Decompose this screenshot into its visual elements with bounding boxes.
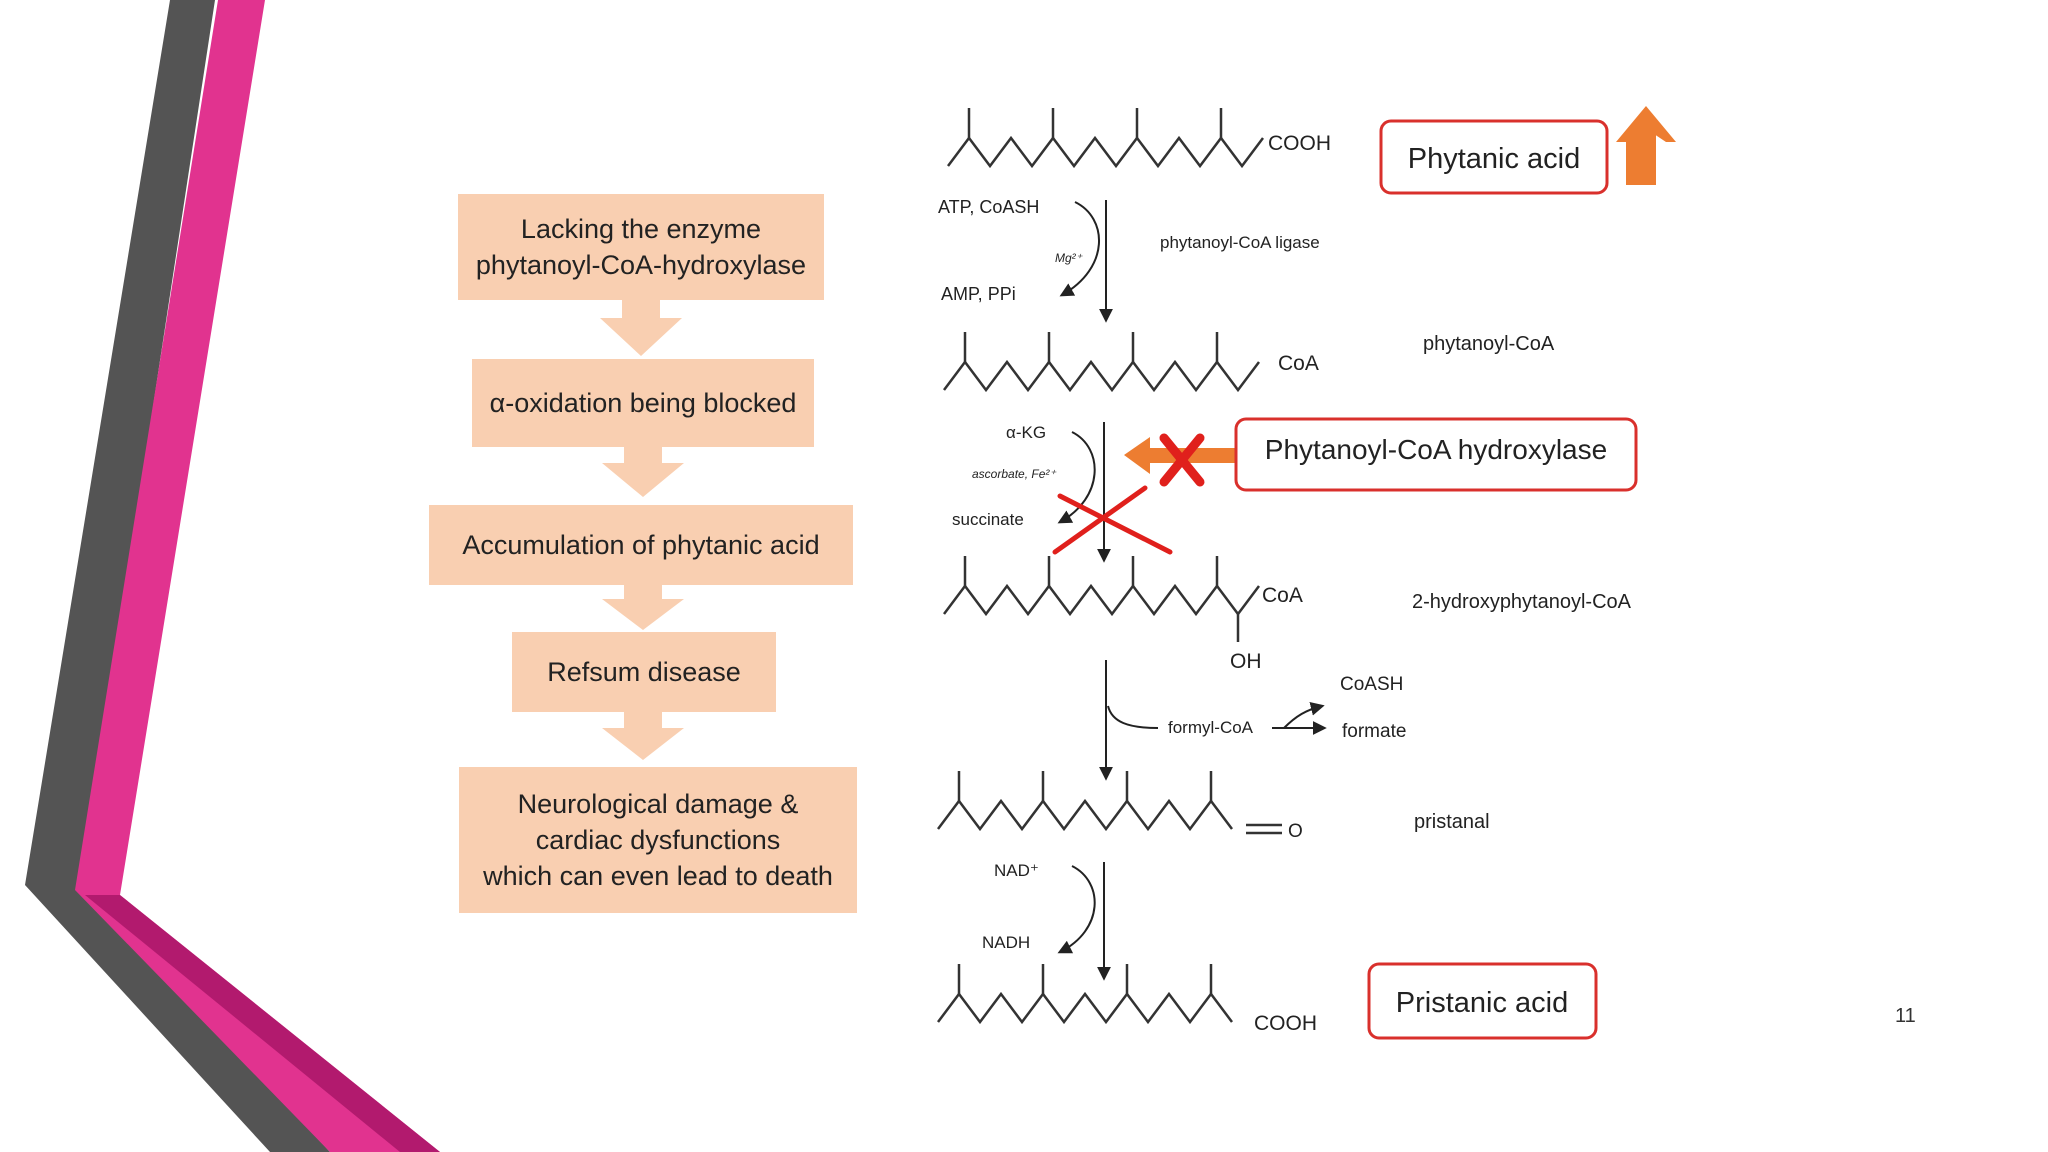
methyl-branches xyxy=(957,964,1213,994)
step-lyase: formyl-CoA CoASH formate xyxy=(1099,660,1406,781)
flow-arrow xyxy=(600,300,682,356)
aldehyde-oxygen: O xyxy=(1288,821,1303,842)
flow-step-line: Accumulation of phytanic acid xyxy=(462,530,820,560)
carbon-chain xyxy=(947,135,1264,169)
callout-phytanic-acid: Phytanic acid xyxy=(1408,143,1581,175)
callout-hydroxylase-box xyxy=(1234,417,1638,492)
compound-pristanal: O xyxy=(937,771,1303,842)
increase-arrow-icon xyxy=(1616,106,1676,185)
flow-step-line: which can even lead to death xyxy=(483,861,833,891)
flow-arrow xyxy=(602,712,684,760)
carbon-chain xyxy=(937,798,1233,832)
methyl-branches xyxy=(967,108,1223,138)
flow-step-refsum: Refsum disease xyxy=(512,632,776,712)
compound-pristanic-acid: COOH xyxy=(937,964,1317,1035)
carboxyl-group: COOH xyxy=(1254,1012,1317,1035)
step-ligase: ATP, CoASH Mg²⁺ AMP, PPi phytanoyl-CoA l… xyxy=(938,197,1320,323)
callout-phytanic-acid-box xyxy=(1379,119,1609,195)
compound-phytanoyl-coa: CoA xyxy=(943,332,1319,393)
flow-step-enzyme-lacking: Lacking the enzyme phytanoyl-CoA-hydroxy… xyxy=(458,194,824,300)
coa-group: CoA xyxy=(1278,352,1319,375)
carbon-chain xyxy=(943,583,1260,617)
side-arrow xyxy=(1057,865,1096,954)
methyl-branches xyxy=(963,332,1219,362)
step1-cofactor: Mg²⁺ xyxy=(1055,251,1084,265)
flow-step-line: α-oxidation being blocked xyxy=(489,388,797,418)
flow-step-alpha-oxidation: α-oxidation being blocked xyxy=(472,359,814,447)
side-arrow xyxy=(1107,705,1159,729)
side-arrow xyxy=(1059,201,1100,297)
flow-step-accumulation: Accumulation of phytanic acid xyxy=(429,505,853,585)
name-pristanal: pristanal xyxy=(1414,811,1490,833)
step-dehydrogenase: NAD⁺ NADH xyxy=(982,861,1111,981)
dark-stripe xyxy=(25,0,330,1152)
step2-out: succinate xyxy=(952,510,1024,529)
slide-number: 11 xyxy=(1895,1005,1916,1027)
flow-step-line: Lacking the enzyme xyxy=(520,214,762,244)
carbon-chain xyxy=(937,991,1233,1025)
methyl-branches xyxy=(957,771,1282,835)
flow-step-neurological: Neurological damage & cardiac dysfunctio… xyxy=(459,767,857,913)
side-arrow xyxy=(1283,701,1325,729)
carboxyl-group: COOH xyxy=(1268,132,1331,155)
flow-arrow xyxy=(602,447,684,497)
step1-out: AMP, PPi xyxy=(941,284,1016,304)
callout-pristanic-acid-box xyxy=(1367,962,1598,1040)
step3-side: formyl-CoA xyxy=(1168,718,1254,737)
magenta-stripe-dark xyxy=(85,895,440,1152)
flow-step-line: Refsum disease xyxy=(547,657,741,687)
step3-out2: formate xyxy=(1342,721,1406,742)
callout-pristanic-acid: Pristanic acid xyxy=(1396,987,1568,1019)
name-2-hydroxyphytanoyl-coa: 2-hydroxyphytanoyl-CoA xyxy=(1412,591,1632,613)
flow-arrow xyxy=(602,585,684,630)
step4-out: NADH xyxy=(982,933,1030,952)
enzyme-ligase: phytanoyl-CoA ligase xyxy=(1160,233,1320,252)
magenta-stripe xyxy=(75,0,440,1152)
step3-out1: CoASH xyxy=(1340,674,1403,695)
flow-step-line: cardiac dysfunctions xyxy=(535,825,781,855)
compound-phytanic-acid: COOH xyxy=(947,108,1331,169)
callout-hydroxylase: Phytanoyl-CoA hydroxylase xyxy=(1265,434,1607,465)
step4-in: NAD⁺ xyxy=(994,861,1039,880)
step2-cofactor: ascorbate, Fe²⁺ xyxy=(972,467,1057,481)
hydroxyl-group: OH xyxy=(1230,650,1262,673)
coa-group: CoA xyxy=(1262,584,1303,607)
inhibition-x-icon xyxy=(1159,433,1205,487)
name-phytanoyl-coa: phytanoyl-CoA xyxy=(1423,333,1555,355)
carbon-chain xyxy=(943,359,1260,393)
step2-in: α-KG xyxy=(1006,423,1046,442)
side-arrow xyxy=(1057,431,1096,524)
flow-step-line: phytanoyl-CoA-hydroxylase xyxy=(475,250,807,280)
flow-step-line: Neurological damage & xyxy=(517,789,799,819)
step1-in: ATP, CoASH xyxy=(938,197,1039,217)
step-hydroxylase: α-KG ascorbate, Fe²⁺ succinate xyxy=(952,422,1173,563)
methyl-branches xyxy=(963,556,1240,642)
block-cross-icon xyxy=(1052,485,1173,555)
compound-2-hydroxyphytanoyl-coa: CoA OH xyxy=(943,556,1303,673)
